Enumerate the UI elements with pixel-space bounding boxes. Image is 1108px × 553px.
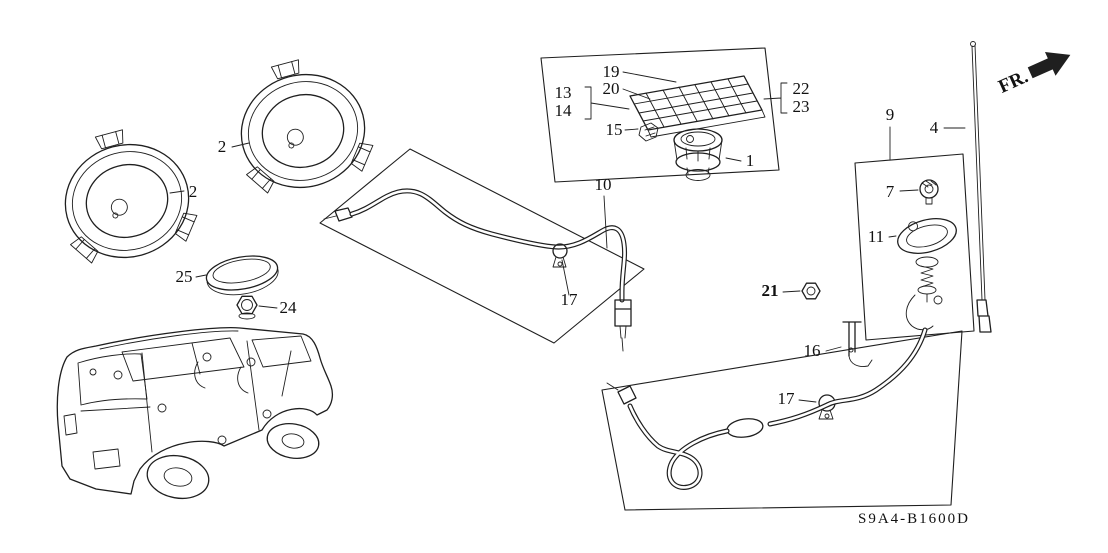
antenna-mast <box>970 41 992 333</box>
speaker-location-dot <box>217 435 227 445</box>
vehicle-outline <box>56 327 334 500</box>
feeder-cable-b <box>606 327 928 490</box>
plug-tip <box>606 382 619 391</box>
speaker-assembly-lower <box>64 129 198 264</box>
leader-20 <box>622 88 651 100</box>
hex-nut-21 <box>801 282 821 300</box>
leader-25 <box>195 274 207 278</box>
leader-24 <box>258 305 278 309</box>
feeder-cable-a <box>323 188 632 352</box>
part-label-24: 24 <box>280 298 298 317</box>
part-label-21: 21 <box>762 281 779 300</box>
leader-21 <box>782 290 801 293</box>
mounting-bracket <box>842 321 873 367</box>
thread <box>920 265 934 288</box>
speaker-assembly-upper <box>240 59 374 194</box>
diagram-code: S9A4-B1600D <box>858 511 970 527</box>
leader-11 <box>888 235 897 238</box>
part-label-1: 1 <box>746 151 755 170</box>
part-label-22: 22 <box>793 79 810 98</box>
arrow-icon <box>1027 51 1071 79</box>
speaker-location-dot <box>113 370 123 380</box>
speaker-tab <box>70 236 99 264</box>
cable-connector <box>614 299 632 327</box>
bracket-22-23 <box>763 82 788 114</box>
speaker-location-dot <box>157 403 167 413</box>
antenna-location-leader <box>281 350 292 397</box>
part-label-14: 14 <box>555 101 573 120</box>
part-label-19: 19 <box>603 62 620 81</box>
part-label-16: 16 <box>804 341 821 360</box>
leader-2-upper <box>231 142 250 148</box>
hatch-lines <box>633 83 758 122</box>
inline-connector <box>726 418 764 438</box>
part-label-7: 7 <box>886 182 895 201</box>
part-label-9: 9 <box>886 105 895 124</box>
leader-16 <box>825 346 842 352</box>
fr-label: FR. <box>995 66 1031 97</box>
part-label-10: 10 <box>595 175 612 194</box>
speaker-location-dot <box>89 368 97 376</box>
speaker-tab <box>350 142 374 172</box>
side-windows <box>121 337 245 382</box>
speaker-tab <box>174 212 198 242</box>
bracket-13-14 <box>584 86 630 120</box>
part-label-25: 25 <box>176 267 193 286</box>
part-label-20: 20 <box>603 79 620 98</box>
antenna-cover-plate <box>629 75 766 138</box>
speaker-location-dot <box>262 409 272 419</box>
antenna-nut <box>919 179 939 205</box>
part-label-4: 4 <box>930 118 939 137</box>
feeder-cable-b-box <box>601 330 963 511</box>
speaker-tab <box>270 59 300 80</box>
antenna-stud-assembly <box>905 256 943 331</box>
front-window <box>251 335 312 368</box>
taillight <box>63 413 78 436</box>
leader-2-lower <box>169 190 185 194</box>
seats <box>194 361 249 394</box>
speaker-tab <box>94 129 124 150</box>
part-label-23: 23 <box>793 97 810 116</box>
part-label-17-body: 17 <box>778 389 796 408</box>
fr-direction-arrow: FR. <box>995 51 1071 98</box>
leader-15 <box>624 128 639 131</box>
feeder-cable-a-box <box>319 148 645 344</box>
plug-tip <box>323 215 337 220</box>
rear-wheel <box>146 454 210 500</box>
part-label-2-upper: 2 <box>218 137 227 156</box>
antenna-base-box <box>854 153 975 341</box>
leader-10 <box>603 195 608 249</box>
leader-19 <box>622 71 677 83</box>
retaining-clip <box>638 122 659 142</box>
grommet-cap <box>205 255 279 296</box>
hex-nut-24 <box>236 295 258 320</box>
leader-lines <box>169 71 966 403</box>
door-seam <box>246 340 260 431</box>
leader-17-cable <box>561 259 570 296</box>
license-plate <box>92 448 121 470</box>
cable-clamp-a <box>552 243 568 268</box>
rear-window <box>77 353 148 406</box>
antenna-motor-grommet <box>673 128 723 181</box>
cable-plug <box>617 385 637 405</box>
part-label-2-lower: 2 <box>189 182 198 201</box>
cable-plug <box>334 207 353 222</box>
car-body <box>56 327 334 495</box>
antenna-subassembly-box <box>540 47 780 183</box>
speaker-tab <box>246 166 275 194</box>
leader-1 <box>725 157 742 162</box>
antenna-base <box>897 218 957 254</box>
part-label-11: 11 <box>868 227 884 246</box>
leader-7 <box>899 189 919 192</box>
part-label-17-cable: 17 <box>561 290 579 309</box>
part-label-15: 15 <box>606 120 623 139</box>
front-wheel <box>266 423 320 459</box>
part-label-13: 13 <box>555 83 572 102</box>
leader-17-body <box>798 399 817 403</box>
